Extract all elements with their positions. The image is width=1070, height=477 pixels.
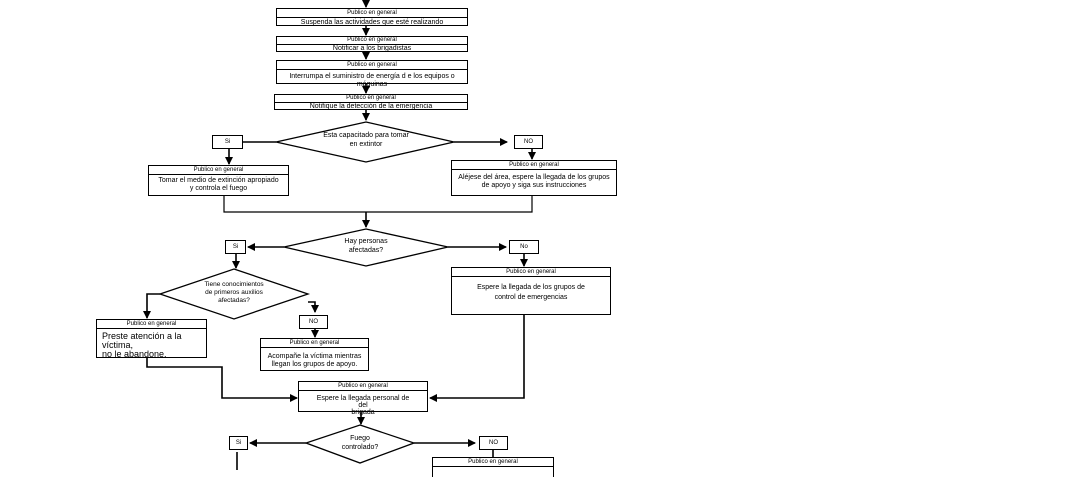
decision-diamond [275, 121, 455, 163]
step-partial: Publico en general [432, 457, 554, 477]
step-notify-emergency: Publico en general Notifique la detecció… [274, 94, 468, 110]
step-accompany-victim: Publico en general Acompañe la víctima m… [260, 338, 369, 371]
step-attend-victim: Publico en general Preste atención a la … [96, 319, 207, 359]
step-header: Publico en general [261, 339, 368, 348]
step-text: Acompañe la víctima mientras llegan los … [267, 353, 362, 368]
answer-no: No [509, 240, 539, 254]
answer-si: Si [225, 240, 246, 254]
decision-diamond [304, 424, 416, 464]
step-header: Publico en general [299, 382, 427, 391]
step-notify-brigadistas: Publico en general Notificar a los briga… [276, 36, 468, 52]
step-text: Interrumpa el suministro de energía d e … [289, 73, 455, 88]
connector [146, 293, 160, 307]
step-header: Publico en general [275, 95, 467, 103]
connector [308, 301, 319, 313]
connector [223, 196, 533, 213]
answer-no: NO [479, 436, 508, 450]
answer-si: Si [229, 436, 248, 450]
step-use-extinguisher: Publico en general Tomar el medio de ext… [148, 165, 289, 196]
decision-trained-text: Esta capacitado para tomar en extintor [323, 132, 409, 148]
step-text: Notifique la detección de la emergencia [309, 103, 433, 110]
step-text: Tomar el medio de extinción apropiado y … [158, 177, 279, 192]
step-header: Publico en general [452, 268, 610, 277]
connector [429, 315, 525, 402]
step-text: Espere la llegada de los grupos de contr… [477, 284, 585, 301]
connector [146, 358, 298, 402]
decision-diamond [157, 268, 311, 320]
step-text: Notificar a los brigadistas [332, 45, 412, 52]
answer-no: NO [514, 135, 543, 149]
step-leave-area: Publico en general Aléjese del área, esp… [451, 160, 617, 196]
step-header: Publico en general [97, 320, 206, 329]
step-header: Publico en general [277, 9, 467, 18]
step-wait-brigade: Publico en general Espere la llegada per… [298, 381, 428, 416]
step-header: Publico en general [433, 458, 553, 467]
decision-diamond [283, 228, 449, 267]
step-header: Publico en general [277, 61, 467, 70]
step-header: Publico en general [452, 161, 616, 170]
step-wait-groups: Publico en general Espere la llegada de … [451, 267, 611, 315]
step-suspend: Publico en general Suspenda las activida… [276, 8, 468, 26]
step-text: Preste atención a la víctima, no le aban… [102, 331, 182, 359]
decision-controlled-text: Fuego controlado? [341, 435, 379, 451]
step-cut-power: Publico en general Interrumpa el suminis… [276, 60, 468, 88]
step-text: Espere la llegada personal de del brigad… [316, 395, 410, 416]
answer-no: NO [299, 315, 328, 329]
step-header: Publico en general [277, 37, 467, 45]
decision-first-aid-text: Tiene conocimientos de primeros auxilios… [204, 281, 264, 304]
step-text: Suspenda las actividades que esté realiz… [300, 19, 444, 26]
step-text: Aléjese del área, espere la llegada de l… [458, 174, 610, 189]
step-header: Publico en general [149, 166, 288, 175]
decision-affected-text: Hay personas afectadas? [344, 238, 388, 254]
answer-si: Si [212, 135, 243, 149]
